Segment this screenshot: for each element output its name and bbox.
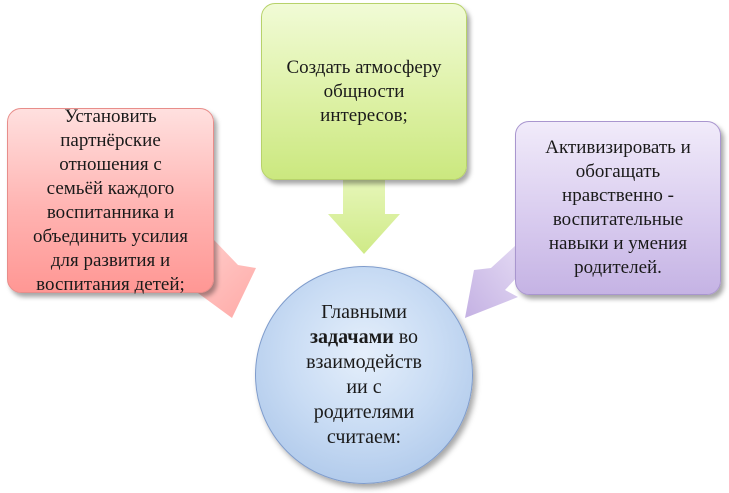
center-line-2-rest: во	[393, 326, 419, 348]
left-arrow	[172, 240, 256, 318]
center-line-6: считаем:	[326, 426, 402, 448]
center-line-4: ии с	[346, 376, 382, 398]
center-keyword: задачами	[309, 326, 394, 348]
center-line-5: родителями	[313, 401, 415, 423]
center-line-1: Главными	[321, 301, 407, 323]
central-circle-text: Главными задачами во взаимодейств ии с р…	[284, 300, 444, 450]
right-arrow	[465, 246, 519, 318]
top-arrow	[328, 180, 400, 254]
center-line-2: задачами во	[284, 325, 444, 350]
goal-box-activate-skills-text: Активизировать и обогащать нравственно -…	[545, 137, 691, 278]
central-circle: Главными задачами во взаимодейств ии с р…	[255, 266, 473, 484]
center-line-3: взаимодейств	[306, 351, 422, 373]
goal-box-partnership: Установить партнёрские отношения с семьё…	[7, 106, 214, 295]
goal-box-common-interests-text: Создать атмосферу общности интересов;	[286, 56, 442, 126]
goal-box-partnership-text: Установить партнёрские отношения с семьё…	[32, 105, 189, 295]
goal-box-activate-skills: Активизировать и обогащать нравственно -…	[515, 121, 721, 295]
goal-box-common-interests: Создать атмосферу общности интересов;	[261, 3, 467, 180]
